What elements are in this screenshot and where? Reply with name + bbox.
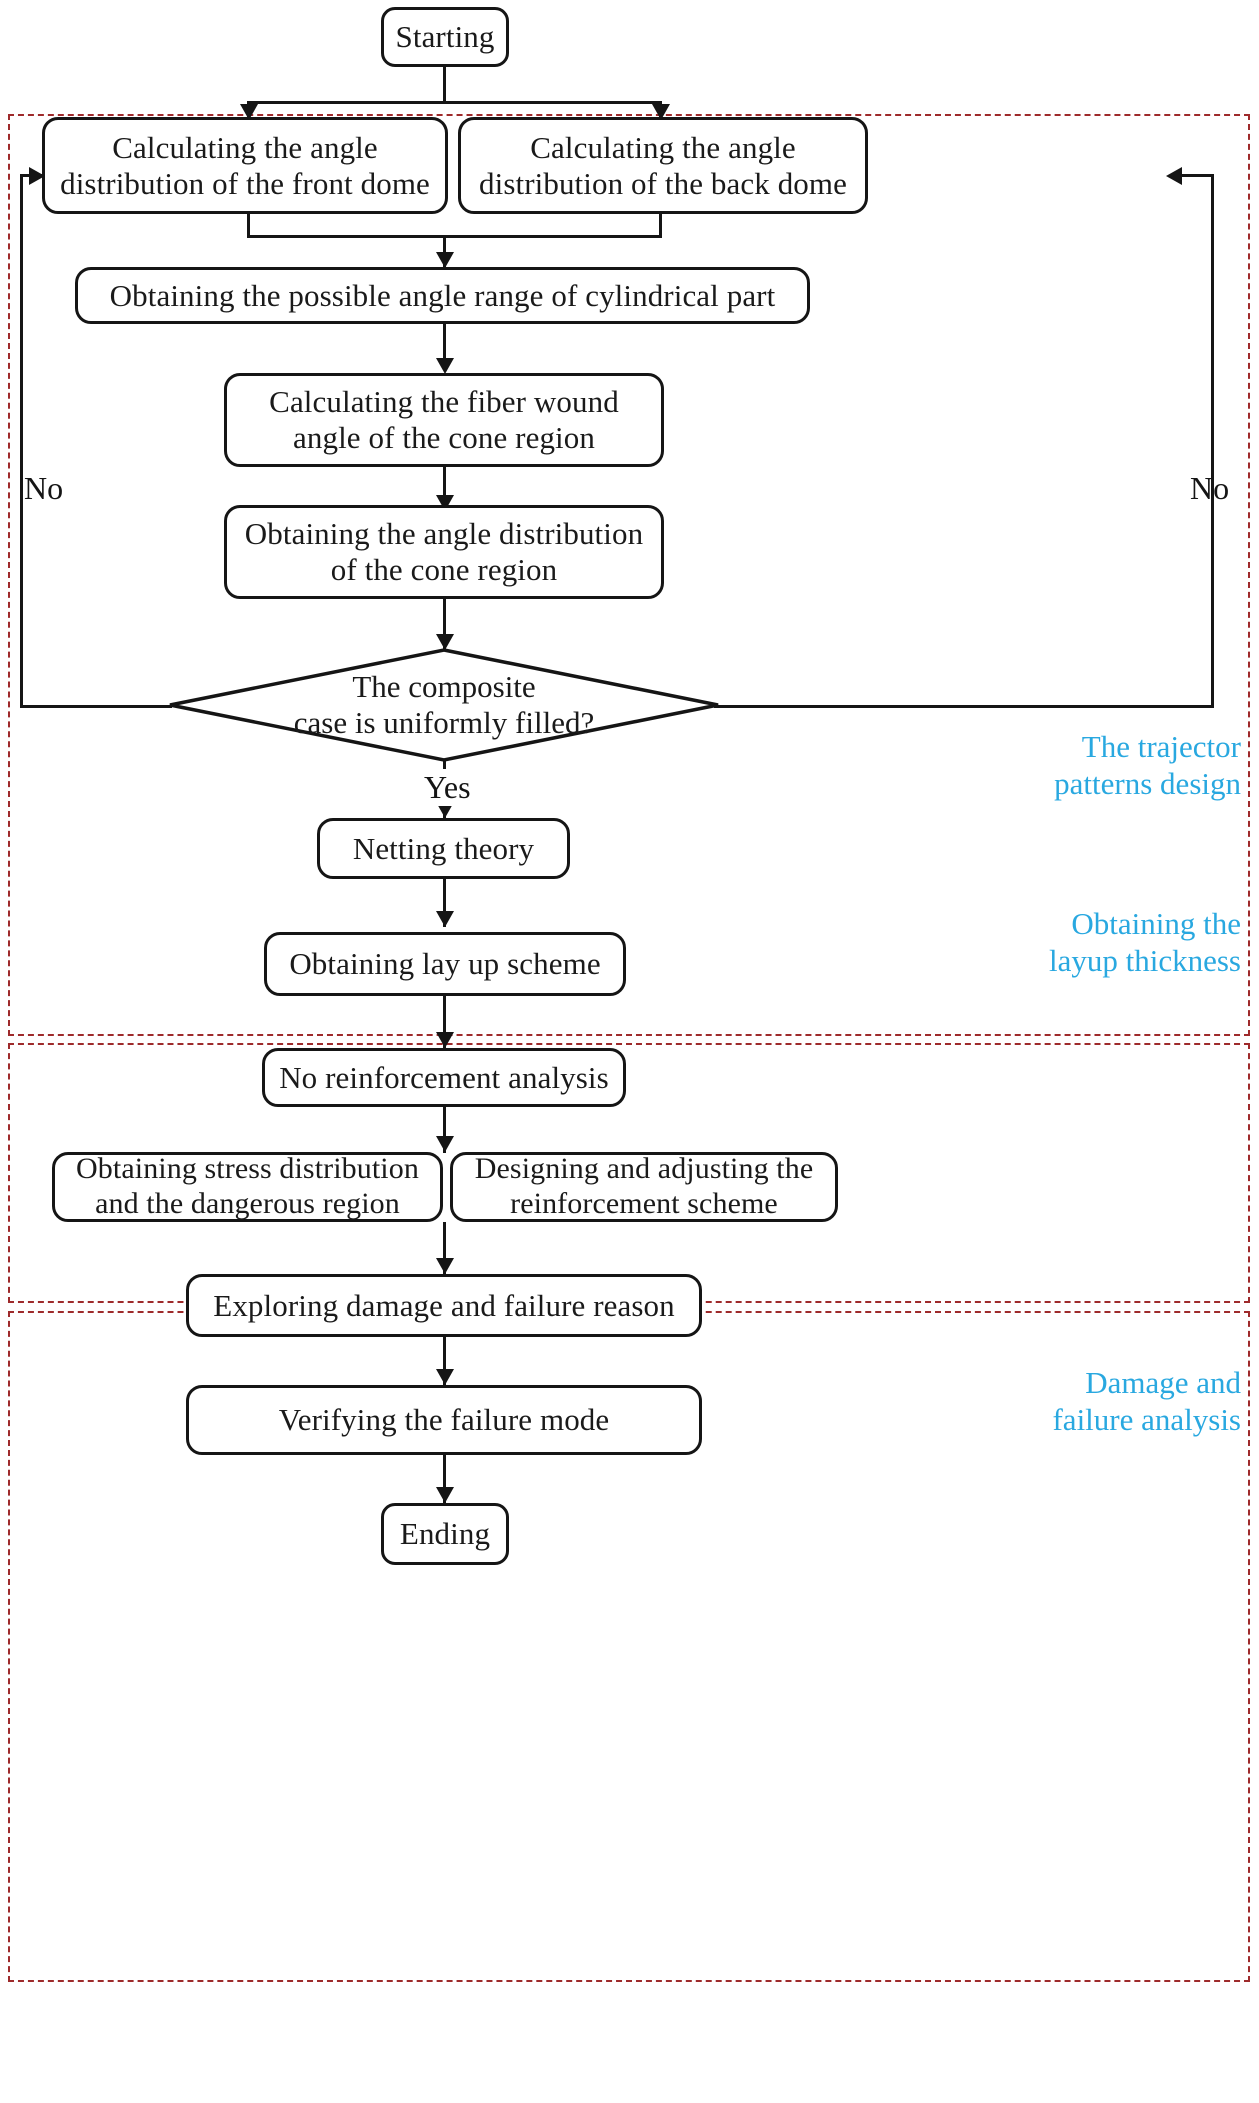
connector-damage-reason-down <box>443 1337 446 1385</box>
connector-no-right-in <box>1180 174 1214 177</box>
arrowhead-no-right-into-back-dome <box>1166 167 1182 185</box>
connector-cone-angle-down <box>443 465 446 511</box>
connector-layup-down <box>443 996 446 1048</box>
arrowhead-to-no-reinforcement <box>436 1032 454 1048</box>
connector-no-reinforcement-down <box>443 1107 446 1153</box>
node-verify-failure-label: Verifying the failure mode <box>278 1402 610 1438</box>
arrowhead-to-front-dome <box>240 104 258 120</box>
edge-label-yes: Yes <box>421 769 474 806</box>
connector-back-dome-down <box>659 212 662 238</box>
node-verify-failure[interactable]: Verifying the failure mode <box>186 1385 702 1455</box>
node-netting-theory-label: Netting theory <box>352 830 535 866</box>
node-starting[interactable]: Starting <box>381 7 509 67</box>
node-netting-theory[interactable]: Netting theory <box>317 818 570 879</box>
node-cylindrical-range[interactable]: Obtaining the possible angle range of cy… <box>75 267 810 324</box>
connector-cone-distribution-down <box>443 597 446 649</box>
connector-front-dome-down <box>247 212 250 238</box>
node-ending-label: Ending <box>399 1516 491 1552</box>
connector-stress-row-down <box>443 1222 446 1274</box>
arrowhead-to-cylindrical <box>436 252 454 268</box>
connector-no-left-up <box>20 174 23 707</box>
connector-start-split <box>247 101 660 104</box>
arrowhead-to-ending <box>436 1487 454 1503</box>
node-layup-scheme-label: Obtaining lay up scheme <box>289 946 601 982</box>
node-damage-reason[interactable]: Exploring damage and failure reason <box>186 1274 702 1337</box>
arrowhead-no-left-into-front-dome <box>29 167 45 185</box>
connector-netting-down <box>443 879 446 927</box>
arrowhead-to-damage-reason <box>436 1258 454 1274</box>
connector-verify-down <box>443 1455 446 1503</box>
connector-merge-to-cylindrical <box>443 235 446 267</box>
arrowhead-to-verify-failure <box>436 1369 454 1385</box>
node-ending[interactable]: Ending <box>381 1503 509 1565</box>
diamond-shape <box>169 648 719 762</box>
connector-no-left-out <box>20 705 172 708</box>
connector-cylindrical-down <box>443 322 446 368</box>
arrowhead-to-layup-scheme <box>436 911 454 927</box>
connector-no-right-out <box>714 705 1214 708</box>
node-damage-reason-label: Exploring damage and failure reason <box>213 1287 675 1323</box>
connector-domes-merge <box>247 235 662 238</box>
edge-label-no-right: No <box>1190 470 1230 506</box>
node-starting-label: Starting <box>395 19 495 55</box>
connector-no-right-up <box>1211 174 1214 707</box>
edge-label-no-left: No <box>24 470 64 506</box>
arrowhead-to-back-dome <box>652 104 670 120</box>
node-no-reinforcement-label: No reinforcement analysis <box>279 1059 609 1095</box>
node-no-reinforcement[interactable]: No reinforcement analysis <box>262 1048 626 1107</box>
connector-start-down <box>443 65 446 103</box>
node-layup-scheme[interactable]: Obtaining lay up scheme <box>264 932 626 996</box>
arrowhead-to-netting-theory <box>436 802 454 818</box>
node-cylindrical-range-label: Obtaining the possible angle range of cy… <box>109 277 776 313</box>
arrowhead-to-cone-angle <box>436 358 454 374</box>
arrowhead-to-stress-row <box>436 1136 454 1152</box>
arrowhead-to-decision <box>436 634 454 650</box>
